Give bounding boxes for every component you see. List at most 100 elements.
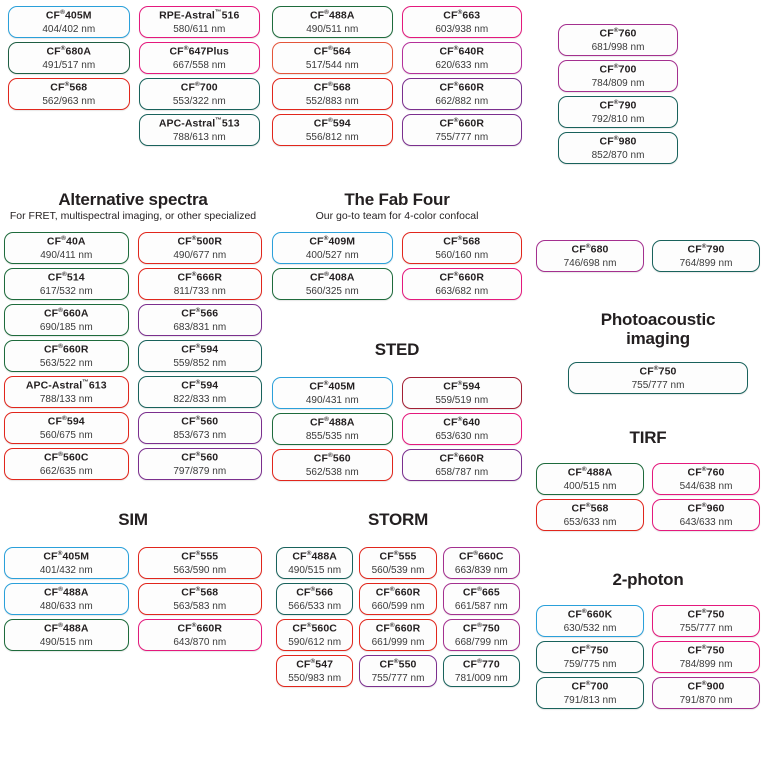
- dye-spectra: 660/599 nm: [371, 600, 425, 612]
- dye-name: CF®560: [181, 451, 219, 464]
- registered-mark-icon: ®: [191, 622, 197, 630]
- registered-mark-icon: ®: [58, 343, 64, 351]
- dye-name: CF®660R: [375, 622, 421, 635]
- registered-mark-icon: ®: [57, 550, 63, 558]
- dye-name: CF®760: [687, 466, 725, 479]
- dye-spectra: 797/879 nm: [173, 465, 227, 477]
- dye-spectra: 404/402 nm: [42, 23, 96, 35]
- dye-spectra: 663/682 nm: [435, 285, 489, 297]
- dye-name: CF®700: [180, 81, 218, 94]
- dye-name: CF®750: [687, 644, 725, 657]
- registered-mark-icon: ®: [613, 63, 619, 71]
- dye-name: CF®960: [687, 502, 725, 515]
- section-title: SIM: [118, 510, 148, 529]
- dye-name: CF®564: [313, 45, 351, 58]
- registered-mark-icon: ®: [393, 658, 399, 666]
- dye-name: CF®750: [639, 365, 677, 378]
- dye-spectra: 662/882 nm: [435, 95, 489, 107]
- dye-spectra: 562/963 nm: [42, 95, 96, 107]
- registered-mark-icon: ®: [389, 622, 395, 630]
- dye-spectra: 853/673 nm: [173, 429, 227, 441]
- section-title: STED: [374, 340, 420, 359]
- trademark-mark-icon: ™: [82, 379, 89, 387]
